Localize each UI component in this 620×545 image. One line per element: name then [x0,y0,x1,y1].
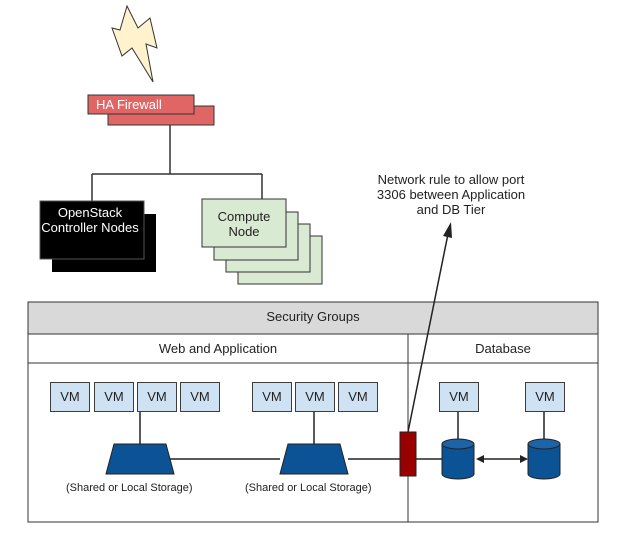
replication-arrowhead-left [476,455,484,463]
controller-node[interactable] [39,200,145,260]
storage-icon [279,443,349,475]
controller-label: OpenStack Controller Nodes [41,205,139,235]
storage-caption: (Shared or Local Storage) [66,482,193,494]
network-rule-note: Network rule to allow port 3306 between … [376,172,526,217]
replication-arrowhead-right [520,455,528,463]
lightning-icon [111,4,158,83]
db-vm[interactable]: VM [439,382,479,412]
storage-caption: (Shared or Local Storage) [245,482,372,494]
web-vm[interactable]: VM [94,382,134,412]
network-rule-arrowhead [443,222,452,238]
firewall-label: HA Firewall [96,97,162,112]
compute-label: Compute Node [217,209,271,239]
web-vm[interactable]: VM [180,382,220,412]
database-cylinder-icon [441,438,475,480]
network-rule-arrow [407,233,449,433]
app-vm[interactable]: VM [295,382,335,412]
web-vm[interactable]: VM [137,382,177,412]
db-tier-firewall[interactable] [399,431,417,477]
security-groups-frame [27,301,599,523]
app-vm[interactable]: VM [338,382,378,412]
app-vm[interactable]: VM [252,382,292,412]
web-app-tier-title: Web and Application [158,341,278,356]
compute-node[interactable] [201,198,287,248]
web-vm[interactable]: VM [50,382,90,412]
firewall-node[interactable] [87,94,195,115]
storage-icon [105,443,175,475]
security-groups-title: Security Groups [266,309,360,324]
database-tier-title: Database [475,341,531,356]
database-cylinder-icon [527,438,561,480]
db-vm[interactable]: VM [525,382,565,412]
